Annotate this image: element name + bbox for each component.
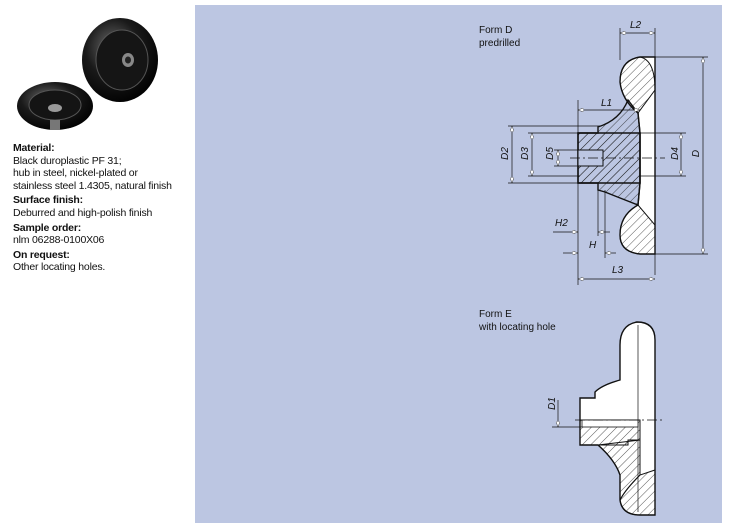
form-e-subtitle: with locating hole xyxy=(479,321,556,333)
product-photo xyxy=(10,8,160,140)
form-e-title: Form E xyxy=(479,309,512,320)
form-e-caption: Form E with locating hole xyxy=(479,309,556,334)
dim-d5: D5 xyxy=(544,147,556,160)
dim-d: D xyxy=(691,149,703,158)
product-info: Material: Black duroplastic PF 31; hub i… xyxy=(13,142,193,274)
form-d-subtitle: predrilled xyxy=(479,37,521,49)
sample-text: nlm 06288-0100X06 xyxy=(13,234,105,247)
dim-d1: D1 xyxy=(546,397,558,410)
dim-d2: D2 xyxy=(499,147,511,160)
dim-l3: L3 xyxy=(612,265,624,276)
request-text: Other locating holes. xyxy=(13,261,106,274)
material-heading: Material: xyxy=(13,142,55,154)
dim-d4: D4 xyxy=(669,147,681,160)
material-line: stainless steel 1.4305, natural finish xyxy=(13,179,172,192)
surface-text: Deburred and high-polish finish xyxy=(13,206,153,219)
dim-h: H xyxy=(589,240,597,251)
dim-l2: L2 xyxy=(630,20,642,31)
dim-l1: L1 xyxy=(601,98,613,109)
form-e-section xyxy=(552,321,665,516)
form-d-title: Form D xyxy=(479,25,513,36)
form-d-section xyxy=(508,28,708,285)
sample-heading: Sample order: xyxy=(13,221,82,234)
dim-h2: H2 xyxy=(555,218,568,229)
request-heading: On request: xyxy=(13,248,70,261)
material-line: hub in steel, nickel-plated or xyxy=(13,167,138,180)
dim-d3: D3 xyxy=(519,147,531,160)
surface-heading: Surface finish: xyxy=(13,194,83,207)
material-line: Black duroplastic PF 31; xyxy=(13,154,122,167)
form-d-caption: Form D predrilled xyxy=(479,25,520,50)
